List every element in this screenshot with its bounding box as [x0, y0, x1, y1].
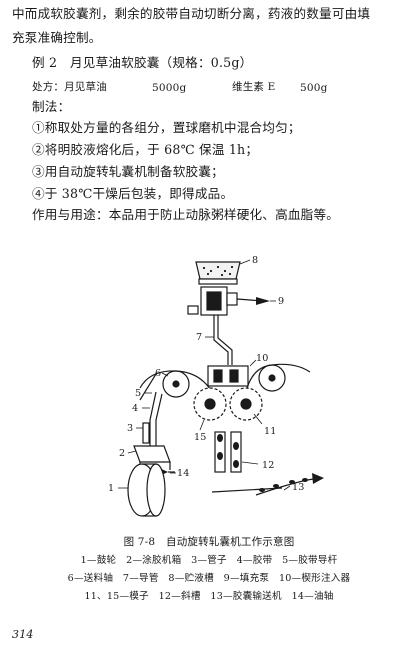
- callout-6: 6: [155, 368, 162, 379]
- paragraph-line-1: 中而成软胶囊剂，剩余的胶带自动切断分离，药液的数量可由填: [12, 6, 371, 21]
- drum-shape: [127, 463, 166, 517]
- callout-2: 2: [119, 448, 126, 459]
- example-title: 例 2 月见草油软胶囊（规格：0.5g）: [32, 55, 253, 70]
- filling-pump-shape: [187, 286, 270, 316]
- gel-band-shape: [149, 391, 163, 452]
- callout-5: 5: [135, 388, 142, 399]
- figure-caption: 图 7-8 自动旋转轧囊机工作示意图: [123, 536, 295, 548]
- die-roll-shape: [193, 387, 263, 421]
- callout-7: 7: [196, 332, 203, 343]
- conveyor-shape: [211, 473, 324, 496]
- callout-12: 12: [262, 460, 275, 471]
- callout-leaders: [118, 259, 291, 491]
- guide-tube-shape: [213, 315, 233, 365]
- step-2: ②将明胶液熔化后，于 68℃ 保温 1h；: [32, 142, 259, 157]
- storage-tank-shape: [195, 261, 241, 285]
- feed-roller-shape: [139, 363, 311, 401]
- callout-1: 1: [108, 483, 115, 494]
- step-1: ①称取处方量的各组分，置球磨机中混合均匀；: [32, 120, 301, 135]
- page-number: 314: [12, 628, 34, 641]
- formula-qty-2: 500g: [300, 82, 328, 94]
- callout-13: 13: [292, 482, 305, 493]
- callout-15: 15: [194, 432, 207, 443]
- figure-legend-line-2: 6—送料轴 7—导管 8—贮液槽 9—填充泵 10—楔形注入器: [67, 573, 351, 584]
- paragraph-line-2: 充泵准确控制。: [12, 30, 102, 45]
- callout-10: 10: [256, 353, 269, 364]
- step-3: ③用自动旋转轧囊机制备软胶囊；: [32, 164, 224, 179]
- formula-item-2: 维生素 E: [232, 81, 276, 93]
- figure-legend-line-3: 11、15—模子 12—斜槽 13—胶囊输送机 14—油轴: [84, 591, 334, 602]
- wedge-injector-shape: [207, 365, 249, 387]
- tube-shape: [142, 422, 150, 444]
- callout-11: 11: [264, 426, 277, 437]
- figure-legend-line-1: 1—鼓轮 2—涂胶机箱 3—管子 4—胶带 5—胶带导杆: [80, 555, 338, 566]
- step-4: ④于 38℃干燥后包装，即得成品。: [32, 186, 234, 201]
- usage-text: 作用与用途：本品用于防止动脉粥样硬化、高血脂等。: [32, 207, 340, 222]
- callout-14: 14: [177, 468, 190, 479]
- callout-8: 8: [252, 255, 259, 266]
- callout-4: 4: [132, 403, 139, 414]
- callout-3: 3: [127, 423, 134, 434]
- callout-9: 9: [278, 296, 285, 307]
- chute-shape: [214, 431, 242, 473]
- formula-qty-1: 5000g: [152, 82, 187, 94]
- method-label: 制法：: [32, 99, 71, 114]
- formula-label: 处方：月见草油: [32, 81, 107, 93]
